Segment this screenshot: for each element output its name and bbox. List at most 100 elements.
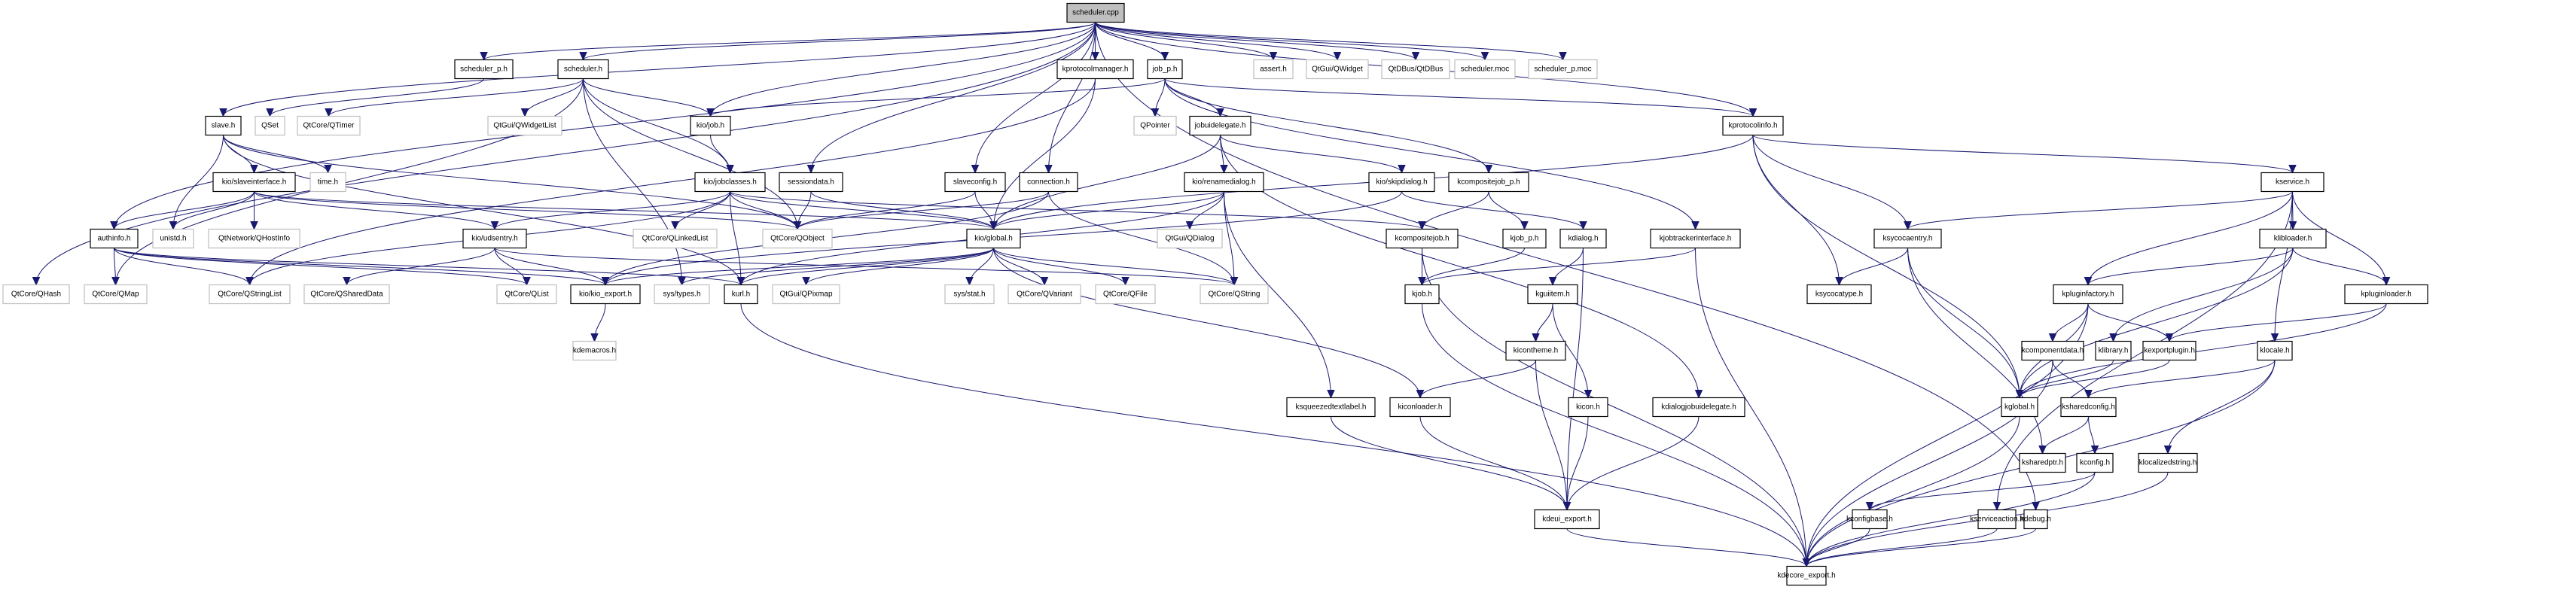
node-box	[2053, 284, 2123, 305]
node-label: kprotocolmanager.h	[1062, 65, 1129, 74]
arrowhead-icon	[325, 108, 333, 117]
node-authinfo-h[interactable]: authinfo.h	[90, 228, 139, 249]
node-ksharedptr-h[interactable]: ksharedptr.h	[2019, 452, 2066, 473]
node-slave-h[interactable]: slave.h	[205, 115, 242, 136]
arrowhead-icon	[1480, 52, 1489, 61]
edge-udsentry_h-to-qlist	[494, 248, 531, 286]
node-box	[1147, 59, 1183, 80]
node-box	[2142, 340, 2196, 361]
node-label: QtCore/QVariant	[1017, 290, 1072, 299]
node-sessiondata-h[interactable]: sessiondata.h	[779, 172, 843, 193]
node-kicontheme-h[interactable]: kicontheme.h	[1505, 340, 1566, 361]
node-klocalizedstring-h[interactable]: klocalizedstring.h	[2138, 452, 2198, 473]
node-kdialog-h[interactable]: kdialog.h	[1559, 228, 1607, 249]
node-kiconloader-h[interactable]: kiconloader.h	[1389, 397, 1451, 418]
node-kconfigbase-h[interactable]: kconfigbase.h	[1846, 509, 1893, 530]
node-ksqueezedtextlabel-h[interactable]: ksqueezedtextlabel.h	[1286, 397, 1376, 418]
node-kdialogjobuidelegate-h[interactable]: kdialogjobuidelegate.h	[1652, 397, 1745, 418]
node-scheduler-cpp[interactable]: scheduler.cpp	[1066, 2, 1125, 23]
edge-kurl_h-to-kdecore_export_h	[740, 303, 1811, 567]
node-kio-export-h[interactable]: kio/kio_export.h	[570, 284, 641, 305]
node-kservice-h[interactable]: kservice.h	[2260, 172, 2324, 193]
node-kglobal-h[interactable]: kglobal.h	[2001, 397, 2038, 418]
node-box	[462, 228, 527, 249]
node-kurl-h[interactable]: kurl.h	[724, 284, 758, 305]
node-jobclasses-h[interactable]: kio/jobclasses.h	[694, 172, 766, 193]
node-label: kservice.h	[2276, 178, 2309, 187]
node-kjobtrackerinterface-h[interactable]: kjobtrackerinterface.h	[1650, 228, 1741, 249]
node-kpluginloader-h[interactable]: kpluginloader.h	[2344, 284, 2428, 305]
edge-slaveinterface_h-to-udsentry_h	[254, 191, 499, 230]
node-kcomponentdata-h[interactable]: kcomponentdata.h	[2021, 340, 2084, 361]
node-qvariant: QtCore/QVariant	[1008, 284, 1081, 305]
node-slaveconfig-h[interactable]: slaveconfig.h	[944, 172, 1006, 193]
node-kjob-h[interactable]: kjob.h	[1404, 284, 1440, 305]
node-kdeui-export-h[interactable]: kdeui_export.h	[1534, 509, 1600, 530]
node-label: QtCore/QList	[505, 290, 549, 299]
node-box	[84, 284, 148, 305]
node-box	[2060, 397, 2117, 418]
node-kio-global-h[interactable]: kio/global.h	[966, 228, 1021, 249]
node-kpluginfactory-h[interactable]: kpluginfactory.h	[2053, 284, 2123, 305]
node-kcompositejob-h[interactable]: kcompositejob.h	[1386, 228, 1459, 249]
node-ksycocatype-h[interactable]: ksycocatype.h	[1806, 284, 1872, 305]
edge-scheduler_cpp-to-scheduler_h	[579, 22, 1096, 61]
node-box	[779, 172, 843, 193]
node-label: kdialogjobuidelegate.h	[1661, 403, 1736, 412]
node-label: kio/jobclasses.h	[703, 178, 757, 187]
node-kserviceaction-h[interactable]: kserviceaction.h	[1970, 509, 2024, 530]
node-kconfig-h[interactable]: kconfig.h	[2076, 452, 2114, 473]
node-kprotocolinfo-h[interactable]: kprotocolinfo.h	[1722, 115, 1784, 136]
node-kio-job-h[interactable]: kio/job.h	[690, 115, 731, 136]
arrowhead-icon	[1091, 52, 1099, 61]
node-label: kicontheme.h	[1514, 347, 1558, 355]
node-label: ksharedptr.h	[2022, 459, 2063, 467]
edge-ksycocaentry_h-to-kglobal_h	[1907, 248, 2024, 399]
arrowhead-icon	[2015, 390, 2024, 399]
arrowhead-icon	[250, 221, 258, 230]
node-box	[1066, 2, 1125, 23]
node-box	[570, 284, 641, 305]
node-kjob-p-h[interactable]: kjob_p.h	[1502, 228, 1547, 249]
node-scheduler-p-h[interactable]: scheduler_p.h	[454, 59, 514, 80]
node-qpixmap: QtGui/QPixmap	[772, 284, 840, 305]
node-scheduler-h[interactable]: scheduler.h	[557, 59, 609, 80]
arrowhead-icon	[1802, 558, 1811, 567]
node-box	[1873, 228, 1942, 249]
node-skipdialog-h[interactable]: kio/skipdialog.h	[1368, 172, 1435, 193]
node-klocale-h[interactable]: klocale.h	[2257, 340, 2293, 361]
nodes-layer: scheduler.cpp scheduler_p.h scheduler.h kpr…	[2, 2, 2428, 586]
node-label: kio/renamedialog.h	[1192, 178, 1256, 187]
arrowhead-icon	[1327, 390, 1335, 399]
edge-klibloader_h-to-kpluginloader_h	[2292, 248, 2391, 286]
edge-job_p_h-to-qpointer	[1151, 78, 1166, 117]
node-qtimer: QtCore/QTimer	[297, 115, 361, 136]
node-unistd-h: unistd.h	[152, 228, 194, 249]
node-connection-h[interactable]: connection.h	[1019, 172, 1078, 193]
node-label: QtCore/QLinkedList	[642, 235, 709, 243]
node-udsentry-h[interactable]: kio/udsentry.h	[462, 228, 527, 249]
node-jobuidelegate-h[interactable]: jobuidelegate.h	[1189, 115, 1251, 136]
node-kguiitem-h[interactable]: kguiitem.h	[1527, 284, 1578, 305]
node-box	[724, 284, 758, 305]
node-job-p-h[interactable]: job_p.h	[1147, 59, 1183, 80]
node-ksharedconfig-h[interactable]: ksharedconfig.h	[2060, 397, 2117, 418]
node-box	[944, 284, 995, 305]
node-qshareddata: QtCore/QSharedData	[303, 284, 390, 305]
node-kdebug-h[interactable]: kdebug.h	[2020, 509, 2051, 530]
node-kexportplugin-h[interactable]: kexportplugin.h	[2142, 340, 2196, 361]
node-slaveinterface-h[interactable]: kio/slaveinterface.h	[212, 172, 296, 193]
node-box	[2023, 509, 2048, 530]
edge-slave_h-to-slaveinterface_h	[223, 135, 258, 174]
arrowhead-icon	[1416, 390, 1425, 399]
node-kicon-h[interactable]: kicon.h	[1568, 397, 1608, 418]
node-klibrary-h[interactable]: klibrary.h	[2095, 340, 2132, 361]
node-qlist: QtCore/QList	[496, 284, 557, 305]
node-renamedialog-h[interactable]: kio/renamedialog.h	[1184, 172, 1264, 193]
node-kprotocolmanager-h[interactable]: kprotocolmanager.h	[1056, 59, 1134, 80]
node-kdecore-export-h[interactable]: kdecore_export.h	[1777, 565, 1836, 586]
arrowhead-icon	[1160, 52, 1169, 61]
node-klibloader-h[interactable]: klibloader.h	[2259, 228, 2327, 249]
node-kcompositejob-p-h[interactable]: kcompositejob_p.h	[1448, 172, 1529, 193]
node-ksycocaentry-h[interactable]: ksycocaentry.h	[1873, 228, 1942, 249]
